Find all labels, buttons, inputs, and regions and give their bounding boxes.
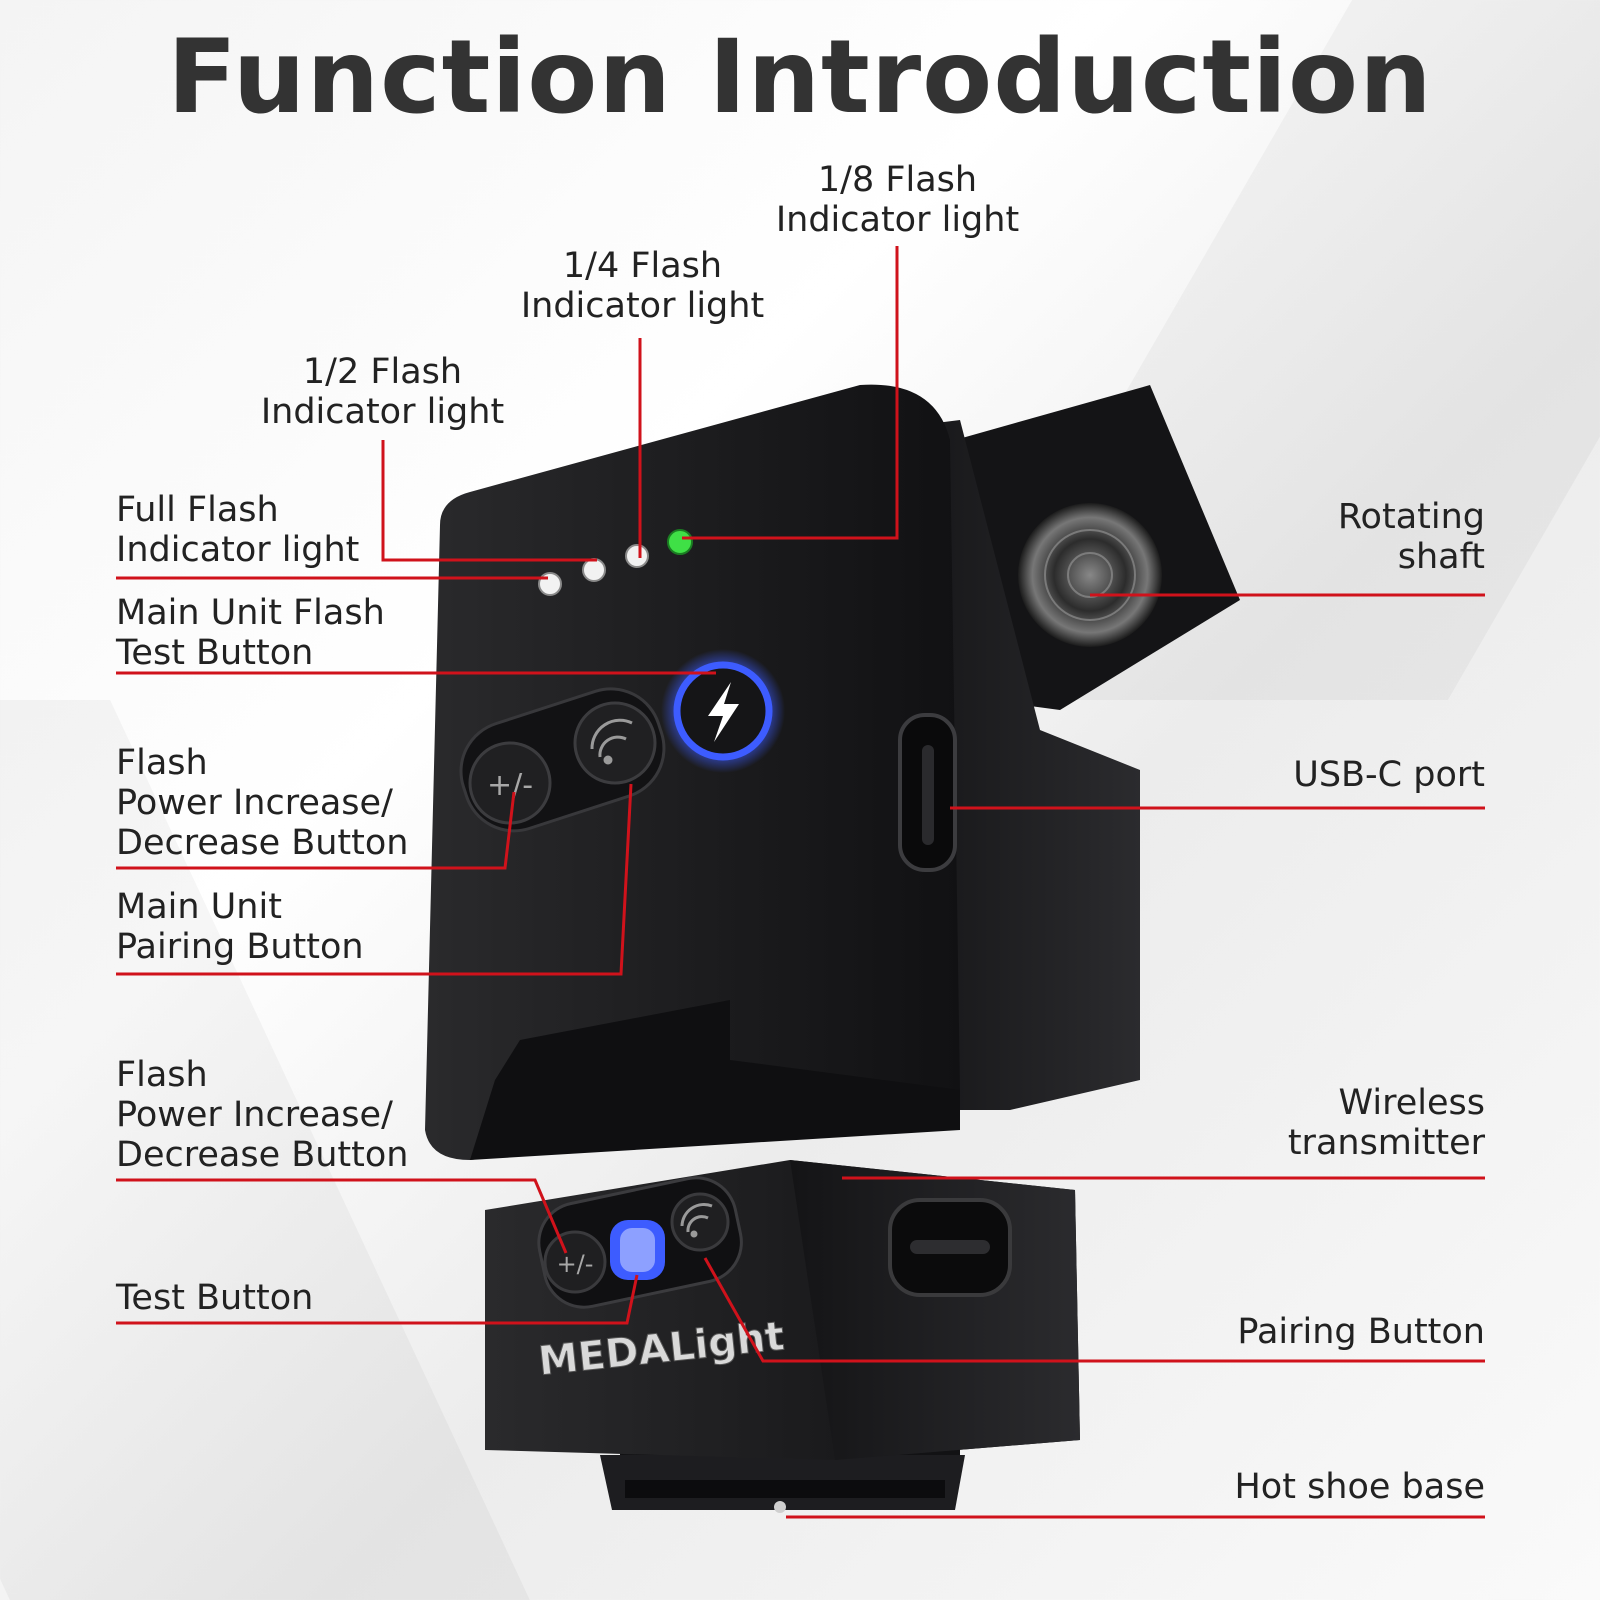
full-flash-led [538, 572, 562, 596]
leader-line-eighth [682, 246, 899, 540]
main-pairing-button[interactable] [573, 701, 657, 785]
main-unit: +/- [425, 384, 1240, 1161]
label-eighth-flash: 1/8 Flash Indicator light [775, 160, 1020, 240]
main-power-glyph: +/- [487, 768, 533, 803]
label-tx-test: Test Button [116, 1278, 314, 1318]
tx-pairing-button[interactable] [670, 1192, 730, 1252]
leader-line-main-power [116, 791, 516, 870]
leader-line-tx-pairing [703, 1257, 1485, 1363]
leader-lines [116, 246, 1485, 1519]
label-main-test: Main Unit Flash Test Button [116, 593, 385, 673]
label-main-power: Flash Power Increase/ Decrease Button [116, 743, 409, 863]
tx-power-button[interactable] [543, 1230, 607, 1294]
eighth-flash-led [667, 529, 693, 555]
label-tx-pairing: Pairing Button [1237, 1312, 1485, 1352]
label-rotating-shaft: Rotating shaft [1337, 497, 1485, 577]
label-full-flash: Full Flash Indicator light [116, 490, 360, 570]
lightning-icon [708, 682, 739, 742]
wireless-transmitter: +/- MEDALight [485, 1160, 1080, 1460]
leader-line-half [381, 440, 597, 562]
quarter-flash-led [625, 544, 649, 568]
rotating-shaft-knob[interactable] [1018, 503, 1162, 647]
leader-line-main-pairing [116, 783, 633, 976]
tx-power-glyph: +/- [557, 1250, 594, 1278]
label-tx-power: Flash Power Increase/ Decrease Button [116, 1055, 409, 1175]
label-quarter-flash: 1/4 Flash Indicator light [520, 246, 765, 326]
wifi-icon [680, 1203, 713, 1238]
page-title: Function Introduction [167, 18, 1433, 137]
label-hot-shoe: Hot shoe base [1234, 1467, 1485, 1507]
leader-line-tx-test [116, 1274, 639, 1325]
label-usb-c: USB-C port [1293, 755, 1485, 795]
label-wireless: Wireless transmitter [1287, 1083, 1485, 1163]
label-half-flash: 1/2 Flash Indicator light [260, 352, 505, 432]
leader-line-tx-power [116, 1178, 568, 1254]
half-flash-led [582, 558, 606, 582]
wifi-icon [590, 718, 633, 765]
label-main-pairing: Main Unit Pairing Button [116, 887, 364, 967]
